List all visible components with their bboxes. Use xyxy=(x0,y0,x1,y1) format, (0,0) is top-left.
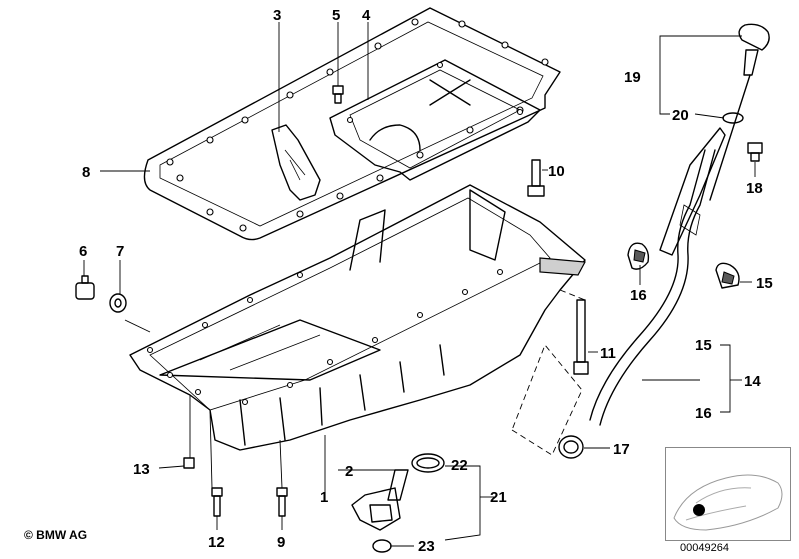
sealing-ring-17-part[interactable] xyxy=(558,435,584,459)
callout-11: 11 xyxy=(600,345,616,362)
screw-18-part[interactable] xyxy=(747,142,763,162)
bracket-part[interactable] xyxy=(271,124,321,201)
callout-8: 8 xyxy=(82,164,90,181)
callout-3: 3 xyxy=(273,7,281,24)
drain-plug-part[interactable] xyxy=(75,275,95,300)
screw-10-part[interactable] xyxy=(527,159,545,197)
callout-18: 18 xyxy=(746,180,763,197)
oil-pan-part[interactable] xyxy=(129,184,586,451)
callout-22: 22 xyxy=(451,457,468,474)
callout-6: 6 xyxy=(79,243,87,260)
callout-13: 13 xyxy=(133,461,150,478)
callout-16-tube: 16 xyxy=(695,405,712,422)
callout-16-clip: 16 xyxy=(630,287,647,304)
callout-4: 4 xyxy=(362,7,371,24)
bolt-13-part[interactable] xyxy=(183,457,195,469)
baffle-plate-part[interactable] xyxy=(329,59,541,181)
car-outline-icon xyxy=(673,474,783,531)
callout-15-tube: 15 xyxy=(695,337,712,354)
callout-1: 1 xyxy=(320,489,328,506)
callout-labels: 3 5 4 8 10 6 7 11 13 12 9 1 2 22 21 23 1… xyxy=(79,7,773,555)
callout-7: 7 xyxy=(116,243,124,260)
bolt-9-part[interactable] xyxy=(276,487,288,517)
dipstick-part[interactable] xyxy=(709,23,770,201)
diagram-number: 00049264 xyxy=(680,542,729,554)
callout-2: 2 xyxy=(345,463,353,480)
screw-11-part[interactable] xyxy=(573,299,589,375)
nut-23-part[interactable] xyxy=(372,539,392,553)
callout-21: 21 xyxy=(490,489,507,506)
bolt-12-part[interactable] xyxy=(211,487,223,517)
callout-23: 23 xyxy=(418,538,435,555)
callout-9: 9 xyxy=(277,534,285,551)
location-marker-icon xyxy=(693,504,705,516)
callout-15-clip: 15 xyxy=(756,275,773,292)
oil-level-sensor-part[interactable] xyxy=(351,469,409,531)
copyright-text: © BMW AG xyxy=(24,528,88,542)
dipstick-tube-part[interactable] xyxy=(589,127,726,426)
washer-part[interactable] xyxy=(109,293,127,313)
o-ring-22-part[interactable] xyxy=(411,453,445,473)
callout-20: 20 xyxy=(672,107,689,124)
vehicle-locator-inset xyxy=(665,447,791,541)
callout-14: 14 xyxy=(744,373,761,390)
callout-19: 19 xyxy=(624,69,641,86)
callout-17: 17 xyxy=(613,441,630,458)
clip-16-part[interactable] xyxy=(627,242,650,270)
leader-lines xyxy=(83,22,756,547)
screw-5-part[interactable] xyxy=(332,85,344,104)
callout-10: 10 xyxy=(548,163,565,180)
callout-12: 12 xyxy=(208,534,225,551)
clip-15-part[interactable] xyxy=(715,262,740,289)
gasket-part[interactable] xyxy=(143,7,561,241)
callout-5: 5 xyxy=(332,7,340,24)
o-ring-20-part[interactable] xyxy=(722,112,744,124)
